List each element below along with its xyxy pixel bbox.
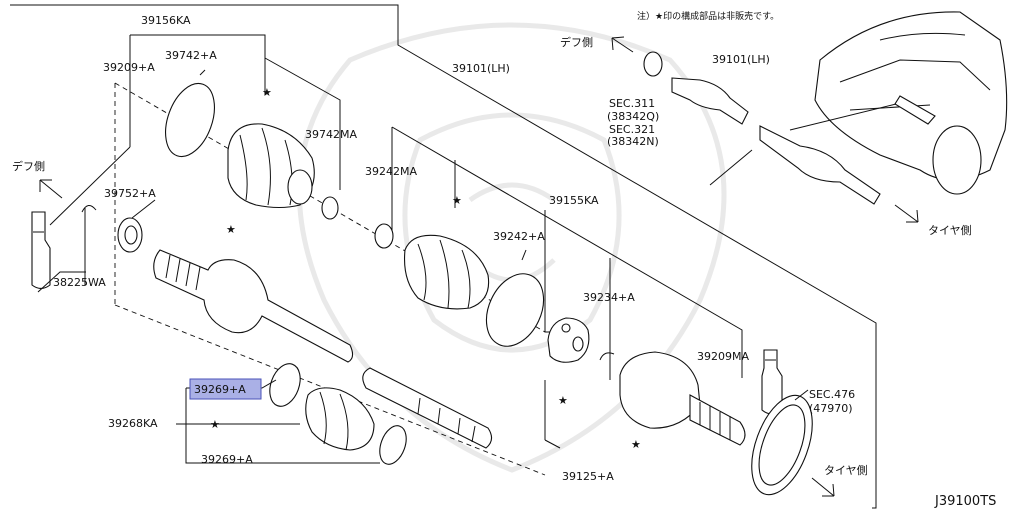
arrow-tire-bottom [811, 477, 835, 497]
star-mark: ★ [226, 223, 236, 236]
diagram-id: J39100TS [934, 494, 996, 509]
label-tire-side-right: タイヤ側 [928, 224, 972, 237]
circlip-ring-left [81, 205, 97, 285]
band-39742MA [321, 196, 339, 220]
bearing-39752 [117, 199, 156, 253]
label-sec311-sub: (38342Q) [607, 110, 659, 123]
inset-shaft [643, 51, 881, 205]
star-mark: ★ [558, 394, 568, 407]
label-39742A[interactable]: 39742+A [165, 49, 217, 62]
snap-ring-39234 [599, 352, 615, 361]
boot-outer [227, 123, 315, 209]
star-mark: ★ [262, 86, 272, 99]
label-39268KA[interactable]: 39268KA [108, 417, 158, 430]
label-sec321[interactable]: SEC.321 [609, 123, 655, 136]
tripod-joint [547, 317, 590, 363]
band-39242MA [374, 223, 394, 249]
boot-inner [403, 234, 490, 310]
label-38225WA[interactable]: 38225WA [53, 276, 106, 289]
label-sec321-sub: (38342N) [607, 135, 659, 148]
label-39742MA[interactable]: 39742MA [305, 128, 357, 141]
arrow-diff-top [611, 36, 634, 53]
arrow-tire-right [894, 204, 919, 223]
label-39752A[interactable]: 39752+A [104, 187, 156, 200]
boot-kit-39268 [269, 363, 407, 465]
grease-tube-left [31, 211, 86, 293]
label-sec311[interactable]: SEC.311 [609, 97, 655, 110]
label-inset-39101LH[interactable]: 39101(LH) [712, 53, 770, 66]
arrow-diff-left [39, 179, 63, 199]
label-tire-side-bottom: タイヤ側 [824, 464, 868, 477]
inner-housing [619, 351, 746, 446]
label-diff-side-top: デフ側 [560, 35, 593, 49]
star-mark: ★ [631, 438, 641, 451]
label-diff-side-left: デフ側 [12, 159, 45, 173]
label-39209MA[interactable]: 39209MA [697, 350, 749, 363]
label-sec476[interactable]: SEC.476 [809, 388, 855, 401]
label-39269A[interactable]: 39269+A [201, 453, 253, 466]
label-39242A[interactable]: 39242+A [493, 230, 545, 243]
drive-shaft-lower [362, 367, 493, 449]
label-39156KA[interactable]: 39156KA [141, 14, 191, 27]
boot-band-39242 [485, 249, 545, 347]
vehicle-inset [789, 11, 1008, 195]
star-mark: ★ [452, 194, 462, 207]
label-39209A[interactable]: 39209+A [103, 61, 155, 74]
label-39125A[interactable]: 39125+A [562, 470, 614, 483]
label-39101LH[interactable]: 39101(LH) [452, 62, 510, 75]
star-mark: ★ [210, 418, 220, 431]
sensor-ring-47970 [751, 389, 813, 496]
label-39155KA[interactable]: 39155KA [549, 194, 599, 207]
label-sec476-sub: (47970) [809, 402, 853, 415]
label-39242MA[interactable]: 39242MA [365, 165, 417, 178]
note-non-sale: 注）★印の構成部品は非販売です。 [637, 10, 779, 22]
drive-shaft-upper [153, 249, 354, 363]
label-39234A[interactable]: 39234+A [583, 291, 635, 304]
boot-band-39742 [165, 69, 215, 158]
highlight-39269[interactable] [189, 378, 262, 400]
label-39269A-highlighted[interactable]: 39269+A [194, 383, 246, 396]
